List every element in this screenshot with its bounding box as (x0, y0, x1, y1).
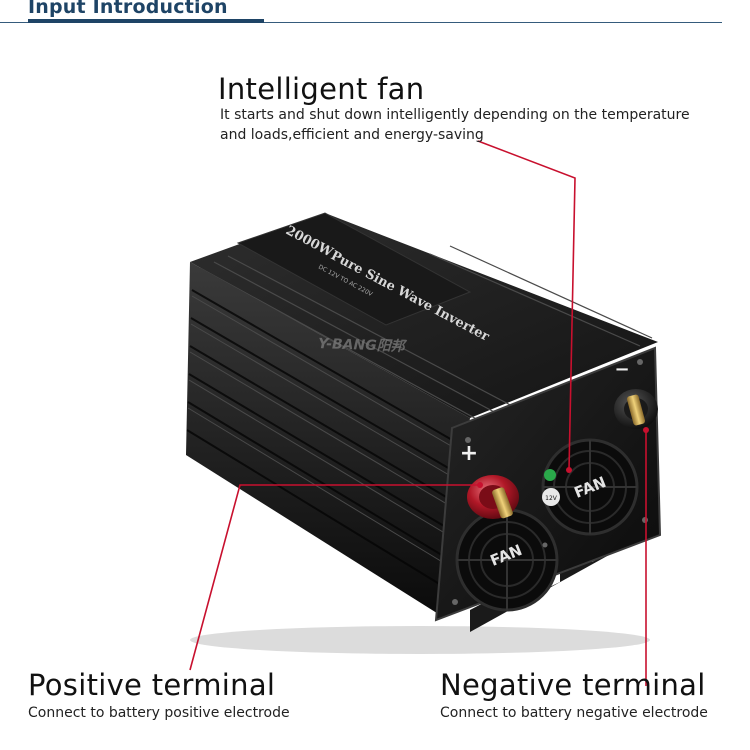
fan-leader-line (477, 140, 576, 471)
fan-right (541, 438, 639, 536)
minus-symbol: − (614, 359, 629, 380)
header-rule (0, 22, 722, 23)
fan-callout-desc-line1: It starts and shut down intelligently de… (220, 107, 690, 123)
negative-terminal (614, 389, 658, 429)
fan-leader-dot (566, 467, 572, 473)
header-accent-bar (28, 19, 264, 23)
negative-callout-desc: Connect to battery negative electrode (440, 705, 708, 721)
negative-callout-title: Negative terminal (440, 668, 706, 702)
header-title: Input Introduction (28, 0, 228, 18)
power-led (544, 469, 556, 481)
drop-shadow (190, 626, 650, 654)
voltage-badge (542, 488, 560, 506)
fan-callout-title: Intelligent fan (218, 72, 425, 106)
positive-leader-dot (477, 482, 483, 488)
side-fins (186, 289, 467, 589)
plus-symbol: + (460, 441, 478, 466)
top-fins (199, 245, 653, 423)
side-fin-highlights (187, 295, 466, 567)
fan-callout-desc-line2: and loads,efficient and energy-saving (220, 127, 484, 143)
positive-leader-line (189, 484, 480, 671)
inverter-side-face (186, 262, 470, 615)
positive-callout-desc: Connect to battery positive electrode (28, 705, 290, 721)
label-plate (236, 212, 472, 326)
positive-terminal (467, 475, 519, 519)
voltage-badge-text: 12V (545, 495, 558, 502)
leader-lines (189, 140, 647, 686)
panel-screws (452, 359, 648, 605)
positive-callout-title: Positive terminal (28, 668, 276, 702)
negative-leader-dot (643, 427, 649, 433)
brand-logo-text: Y-BANG阳邦 (318, 335, 408, 355)
